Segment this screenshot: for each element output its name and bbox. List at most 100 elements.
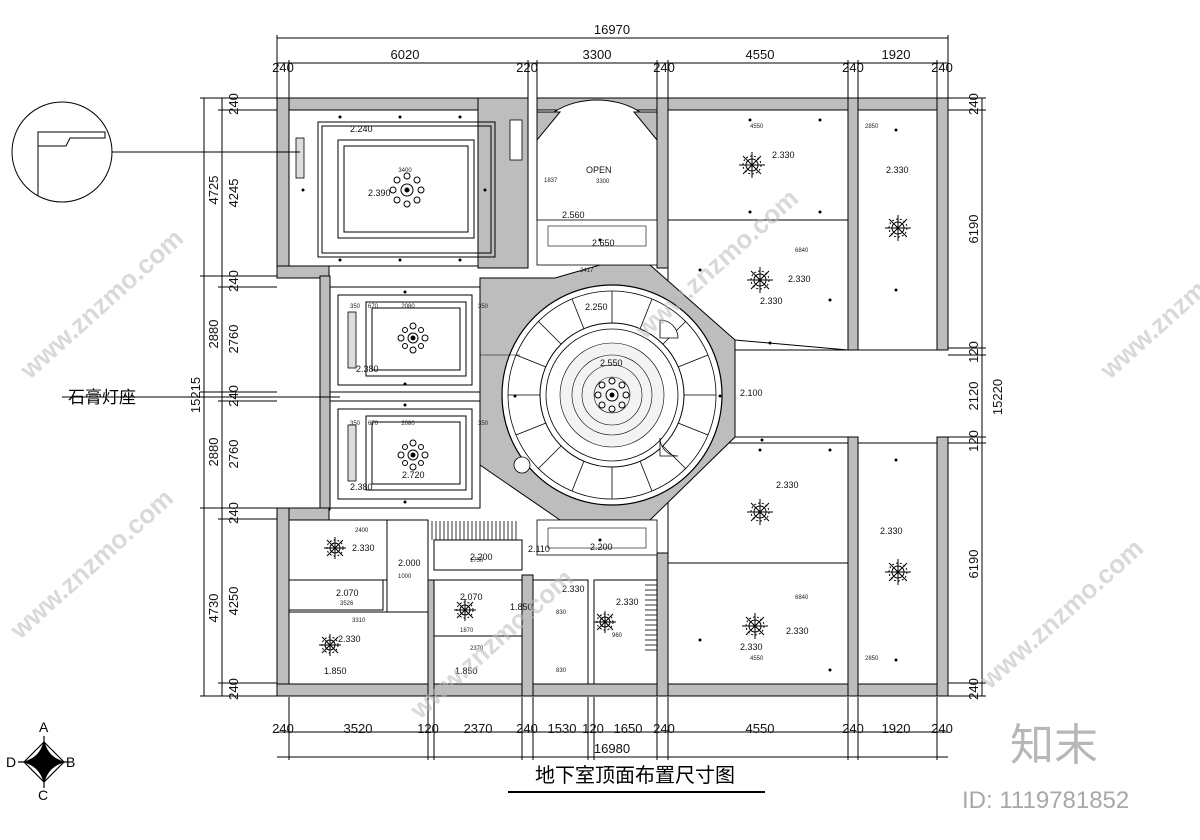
dim-right-seg: 240 [966, 678, 981, 700]
compass-label-a: A [39, 719, 49, 735]
sun-light-icon [885, 559, 911, 585]
dim-bottom-seg: 1530 [548, 721, 577, 736]
svg-text:2080: 2080 [401, 421, 415, 427]
lamp-strips [295, 119, 523, 482]
dim-left-outer: 2880 [206, 438, 221, 467]
dim-bottom-seg: 120 [582, 721, 604, 736]
dim-bottom-seg: 240 [272, 721, 294, 736]
watermark-site: www.znzmo.com [1093, 223, 1200, 385]
dim-top-seg: 220 [516, 60, 538, 75]
svg-text:2850: 2850 [865, 124, 879, 130]
sun-light-icon [324, 537, 346, 559]
svg-text:3300: 3300 [596, 179, 610, 185]
elevation-label: 2.330 [886, 165, 909, 175]
light-fixtures [319, 152, 911, 656]
elevation-label: 2.330 [880, 526, 903, 536]
elevation-label: 2.070 [336, 588, 359, 598]
svg-text:4550: 4550 [750, 124, 764, 130]
image-id-label: ID: 1119781852 [962, 787, 1129, 814]
sun-light-icon [454, 599, 476, 621]
dim-bottom-seg: 3520 [344, 721, 373, 736]
elevation-label: 2.330 [788, 274, 811, 284]
svg-text:670: 670 [368, 421, 379, 427]
elevation-label: 2.000 [398, 558, 421, 568]
sun-light-icon [319, 634, 341, 656]
open-label: OPEN [586, 165, 612, 175]
plaster-lamp-base-label: 石膏灯座 [68, 387, 136, 408]
elevation-label: 1.850 [510, 602, 533, 612]
svg-text:350: 350 [478, 304, 489, 310]
elevation-label: 2.330 [352, 543, 375, 553]
sun-light-icon [885, 215, 911, 241]
svg-text:350: 350 [478, 421, 489, 427]
sun-light-icon [747, 267, 773, 293]
elevation-label: 2.330 [740, 642, 763, 652]
dim-left-inner: 240 [226, 502, 241, 524]
elevation-label: 2.380 [356, 364, 379, 374]
dim-left-inner: 2760 [226, 440, 241, 469]
dim-bottom-seg: 1650 [614, 721, 643, 736]
dim-bottom-seg: 2370 [464, 721, 493, 736]
elevation-label: 2.720 [402, 470, 425, 480]
chandelier-icon [594, 377, 630, 413]
dim-bottom-seg: 240 [931, 721, 953, 736]
brand-logo: 知末 [1010, 720, 1098, 771]
dim-bottom-seg: 240 [516, 721, 538, 736]
watermark-site: www.znzmo.com [3, 483, 179, 645]
svg-text:1837: 1837 [544, 178, 558, 184]
elevation-label: 2.650 [592, 238, 615, 248]
chandelier-icon [389, 172, 425, 208]
dim-right-seg: 120 [966, 341, 981, 363]
elevation-label: 2.200 [590, 542, 613, 552]
elevation-label: 2.550 [600, 358, 623, 368]
dim-left-outer: 2880 [206, 320, 221, 349]
dim-overall-bottom: 16980 [594, 741, 630, 756]
compass-label-d: D [6, 754, 16, 770]
dim-overall-left: 15215 [188, 377, 203, 413]
dim-bottom-seg: 240 [842, 721, 864, 736]
dim-left-outer: 4730 [206, 594, 221, 623]
svg-text:3526: 3526 [340, 601, 354, 607]
dim-top-seg: 4550 [746, 47, 775, 62]
dim-left-inner: 240 [226, 678, 241, 700]
downlights [301, 115, 898, 672]
dim-top-seg: 240 [272, 60, 294, 75]
compass-label-c: C [38, 787, 48, 803]
elevation-label: 2.110 [528, 544, 550, 554]
dim-overall-top: 16970 [594, 22, 630, 37]
svg-text:830: 830 [556, 610, 567, 616]
chandelier-icon [397, 322, 429, 354]
watermark-site: www.znzmo.com [13, 223, 189, 385]
right-dimensions: 15220 240 6190 120 2120 120 6190 240 [966, 93, 1005, 700]
elevation-label: 1.850 [324, 666, 347, 676]
drawing-title: 地下室顶面布置尺寸图 [535, 763, 735, 787]
detail-dims: 3400 2080 2080 670 670 350 350 350 350 4… [340, 124, 879, 674]
entrance-arches [480, 99, 849, 556]
svg-text:2400: 2400 [355, 528, 369, 534]
svg-text:3310: 3310 [352, 618, 366, 624]
dim-bottom-seg: 4550 [746, 721, 775, 736]
bottom-dimensions: 240 3520 120 2370 240 1530 120 1650 240 … [272, 721, 953, 756]
chandelier-icon [397, 439, 429, 471]
dim-left-outer: 4725 [206, 176, 221, 205]
sun-light-icon [742, 613, 768, 639]
dim-right-seg: 6190 [966, 215, 981, 244]
dim-top-seg: 1920 [882, 47, 911, 62]
dim-right-seg: 240 [966, 93, 981, 115]
dim-right-seg: 120 [966, 430, 981, 452]
dim-right-seg: 6190 [966, 550, 981, 579]
svg-text:4550: 4550 [750, 656, 764, 662]
svg-text:2080: 2080 [401, 304, 415, 310]
svg-text:2417: 2417 [580, 268, 594, 274]
svg-text:830: 830 [556, 668, 567, 674]
svg-text:6840: 6840 [795, 248, 809, 254]
dim-bottom-seg: 1920 [882, 721, 911, 736]
svg-text:3400: 3400 [398, 168, 412, 174]
sun-light-icon [594, 611, 616, 633]
svg-text:6840: 6840 [795, 595, 809, 601]
svg-text:670: 670 [368, 304, 379, 310]
elevation-label: 2.070 [460, 592, 483, 602]
dim-top-seg: 6020 [391, 47, 420, 62]
watermark-site: www.znzmo.com [973, 533, 1149, 695]
dim-top-seg: 240 [653, 60, 675, 75]
